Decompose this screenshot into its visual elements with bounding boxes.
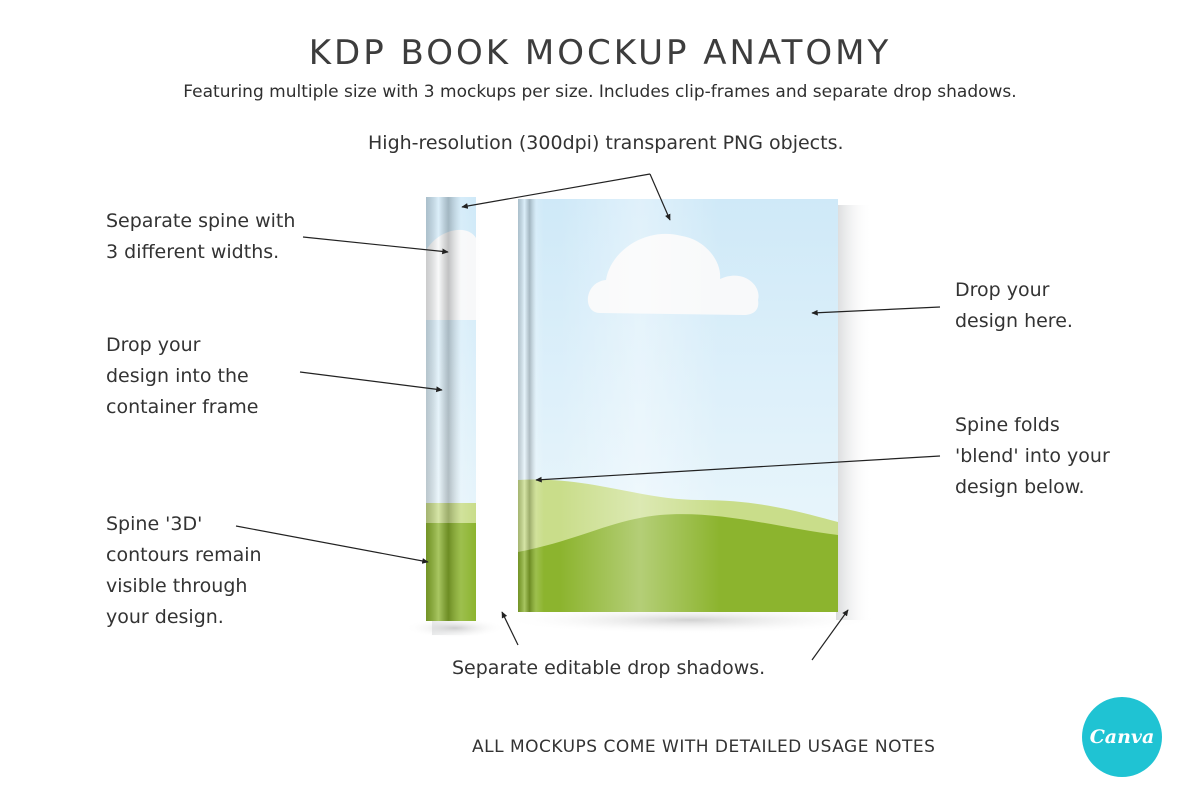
callout-drop-design: Drop your design here. xyxy=(955,279,1073,332)
callout-spine-3d: Spine '3D' contours remain visible throu… xyxy=(106,513,262,628)
callout-spine-folds: Spine folds 'blend' into your design bel… xyxy=(955,414,1110,498)
pointer-shadow-spine xyxy=(501,611,519,646)
callout-lines xyxy=(235,173,941,661)
page-subtitle: Featuring multiple size with 3 mockups p… xyxy=(183,82,1017,102)
pointer-png-cover xyxy=(649,173,671,221)
cover-drop-shadow xyxy=(500,205,880,634)
callout-separate-spine: Separate spine with 3 different widths. xyxy=(106,210,296,263)
callout-drop-shadows: Separate editable drop shadows. xyxy=(452,657,766,679)
pointer-spine-3d xyxy=(235,525,429,564)
spine-fold-blend xyxy=(518,199,544,612)
canva-logo-text: Canva xyxy=(1089,726,1155,748)
pointer-shadow-cover xyxy=(811,609,849,661)
book-cover xyxy=(518,199,838,612)
pointer-spine-folds xyxy=(535,455,941,483)
callout-png-objects: High-resolution (300dpi) transparent PNG… xyxy=(368,132,844,154)
separate-spine xyxy=(426,197,476,621)
pointer-container-frame xyxy=(299,371,443,393)
pointer-separate-spine xyxy=(302,236,449,255)
canva-logo: Canva xyxy=(1082,697,1162,777)
page-title: KDP BOOK MOCKUP ANATOMY xyxy=(308,33,892,73)
callout-container-frame: Drop your design into the container fram… xyxy=(106,334,259,418)
pointer-drop-design xyxy=(811,306,941,316)
pointer-png-spine xyxy=(461,173,651,209)
footer-usage-notes: ALL MOCKUPS COME WITH DETAILED USAGE NOT… xyxy=(472,737,936,757)
